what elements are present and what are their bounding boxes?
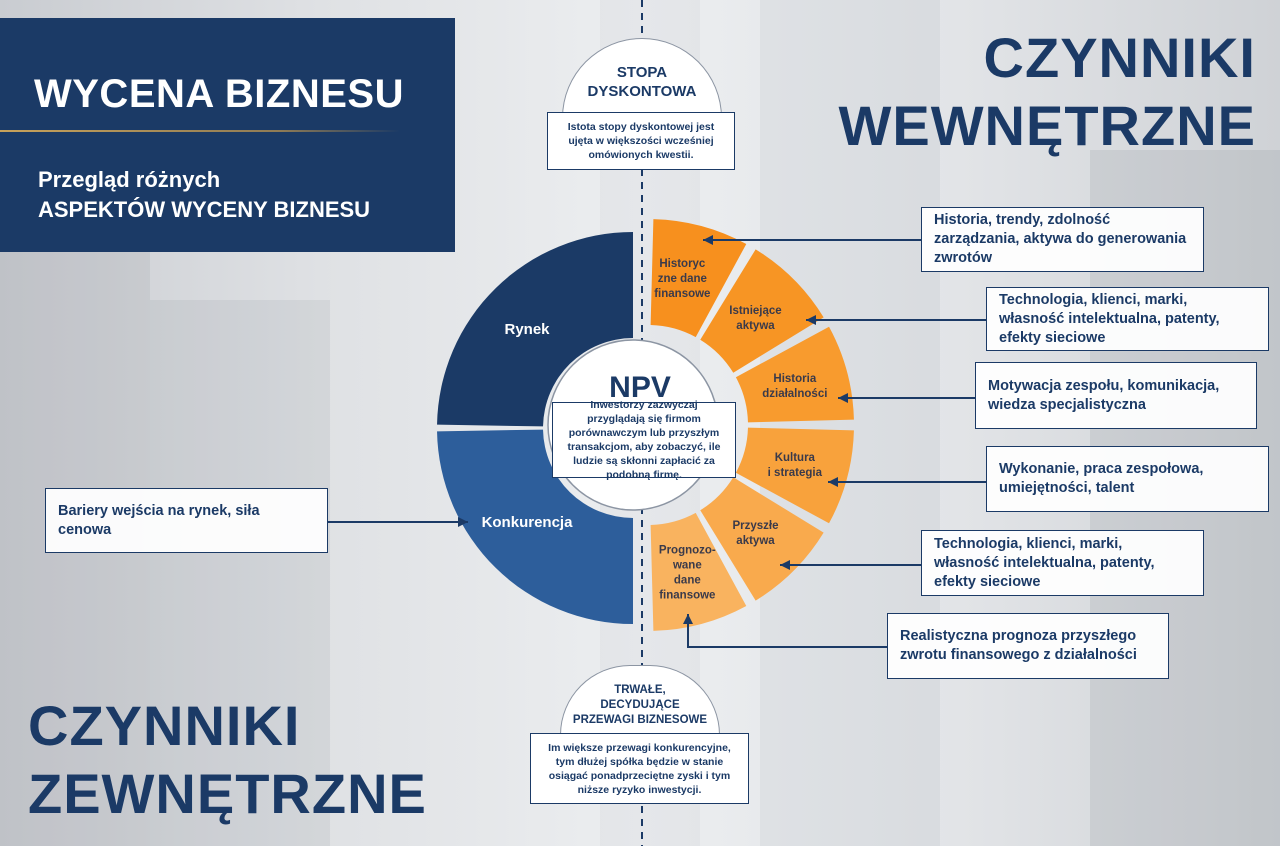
connector-arrow <box>687 614 887 648</box>
subtitle-line: ASPEKTÓW WYCENY BIZNESU <box>38 197 371 222</box>
page-title: WYCENA BIZNESU <box>34 72 404 116</box>
internal-segment-label: Historyc <box>659 258 706 270</box>
factor-description-box: Realistyczna prognoza przyszłego zwrotu … <box>887 613 1169 679</box>
heading-line: ZEWNĘTRZNE <box>28 762 427 825</box>
subtitle-line: Przegląd różnych <box>38 167 221 192</box>
npv-description: Inwestorzy zazwyczaj przyglądają się fir… <box>552 399 736 481</box>
arrow-head-icon <box>806 315 816 325</box>
arch-title-line: TRWAŁE, <box>614 684 666 696</box>
factor-description-box: Technologia, klienci, marki, własność in… <box>986 287 1269 351</box>
arrow-head-icon <box>780 560 790 570</box>
arrow-head-icon <box>828 477 838 487</box>
internal-segment <box>700 249 824 373</box>
background-building <box>760 0 940 846</box>
arrow-head-icon <box>703 235 713 245</box>
external-segment-rynek <box>437 232 633 427</box>
heading-line: CZYNNIKI <box>28 694 301 757</box>
discount-rate-description: Istota stopy dyskontowej jest ujęta w wi… <box>547 112 735 170</box>
external-segment-label: Rynek <box>504 321 550 338</box>
internal-segment-label: Przyszłe <box>732 520 778 532</box>
factor-description-box: Historia, trendy, zdolność zarządzania, … <box>921 207 1204 272</box>
title-panel: WYCENA BIZNESU Przegląd różnych ASPEKTÓW… <box>0 18 455 252</box>
heading-line: CZYNNIKI <box>983 26 1256 89</box>
heading-line: WEWNĘTRZNE <box>838 94 1256 157</box>
arch-title-line: DECYDUJĄCE <box>600 699 680 711</box>
arrow-head-icon <box>838 393 848 403</box>
internal-segment-label: Istniejące <box>729 305 781 317</box>
external-segment-konkurencja <box>437 429 633 624</box>
internal-segment-label: Historia <box>773 373 816 385</box>
internal-segment-label: finansowe <box>659 589 715 601</box>
arrow-head-icon <box>683 614 693 624</box>
internal-factors-heading: CZYNNIKI WEWNĘTRZNE <box>838 24 1256 160</box>
page-subtitle: Przegląd różnych ASPEKTÓW WYCENY BIZNESU <box>38 165 370 225</box>
internal-segment <box>735 326 854 423</box>
internal-segment <box>735 427 854 524</box>
internal-segment-label: wane <box>672 559 702 571</box>
arch-title-line: STOPA <box>616 64 668 81</box>
internal-segment-label: i strategia <box>768 467 823 479</box>
competition-description-box: Bariery wejścia na rynek, siła cenowa <box>45 488 328 553</box>
arch-title-line: DYSKONTOWA <box>587 83 697 100</box>
internal-segment-label: finansowe <box>654 288 710 300</box>
internal-segment <box>700 477 824 601</box>
gold-divider <box>0 130 400 132</box>
factor-description-box: Technologia, klienci, marki, własność in… <box>921 530 1204 596</box>
competitive-advantage-description: Im większe przewagi konkurencyjne, tym d… <box>530 733 749 804</box>
arch-title-line: PRZEWAGI BIZNESOWE <box>572 714 708 726</box>
internal-segment-label: zne dane <box>658 273 707 285</box>
external-factors-heading: CZYNNIKI ZEWNĘTRZNE <box>28 692 427 828</box>
internal-segment-label: Prognozo- <box>659 544 716 556</box>
internal-segment-label: dane <box>674 574 701 586</box>
internal-segment <box>650 512 747 631</box>
internal-segment-label: działalności <box>762 388 827 400</box>
factor-description-box: Wykonanie, praca zespołowa, umiejętności… <box>986 446 1269 512</box>
background-building <box>150 300 330 846</box>
internal-segment <box>650 219 747 338</box>
internal-segment-label: aktywa <box>736 320 775 332</box>
npv-title: NPV <box>609 371 671 404</box>
external-segment-label: Konkurencja <box>482 514 574 531</box>
internal-segment-label: aktywa <box>736 535 775 547</box>
arrow-head-icon <box>458 517 468 527</box>
factor-description-box: Motywacja zespołu, komunikacja, wiedza s… <box>975 362 1257 429</box>
internal-segment-label: Kultura <box>775 452 816 464</box>
